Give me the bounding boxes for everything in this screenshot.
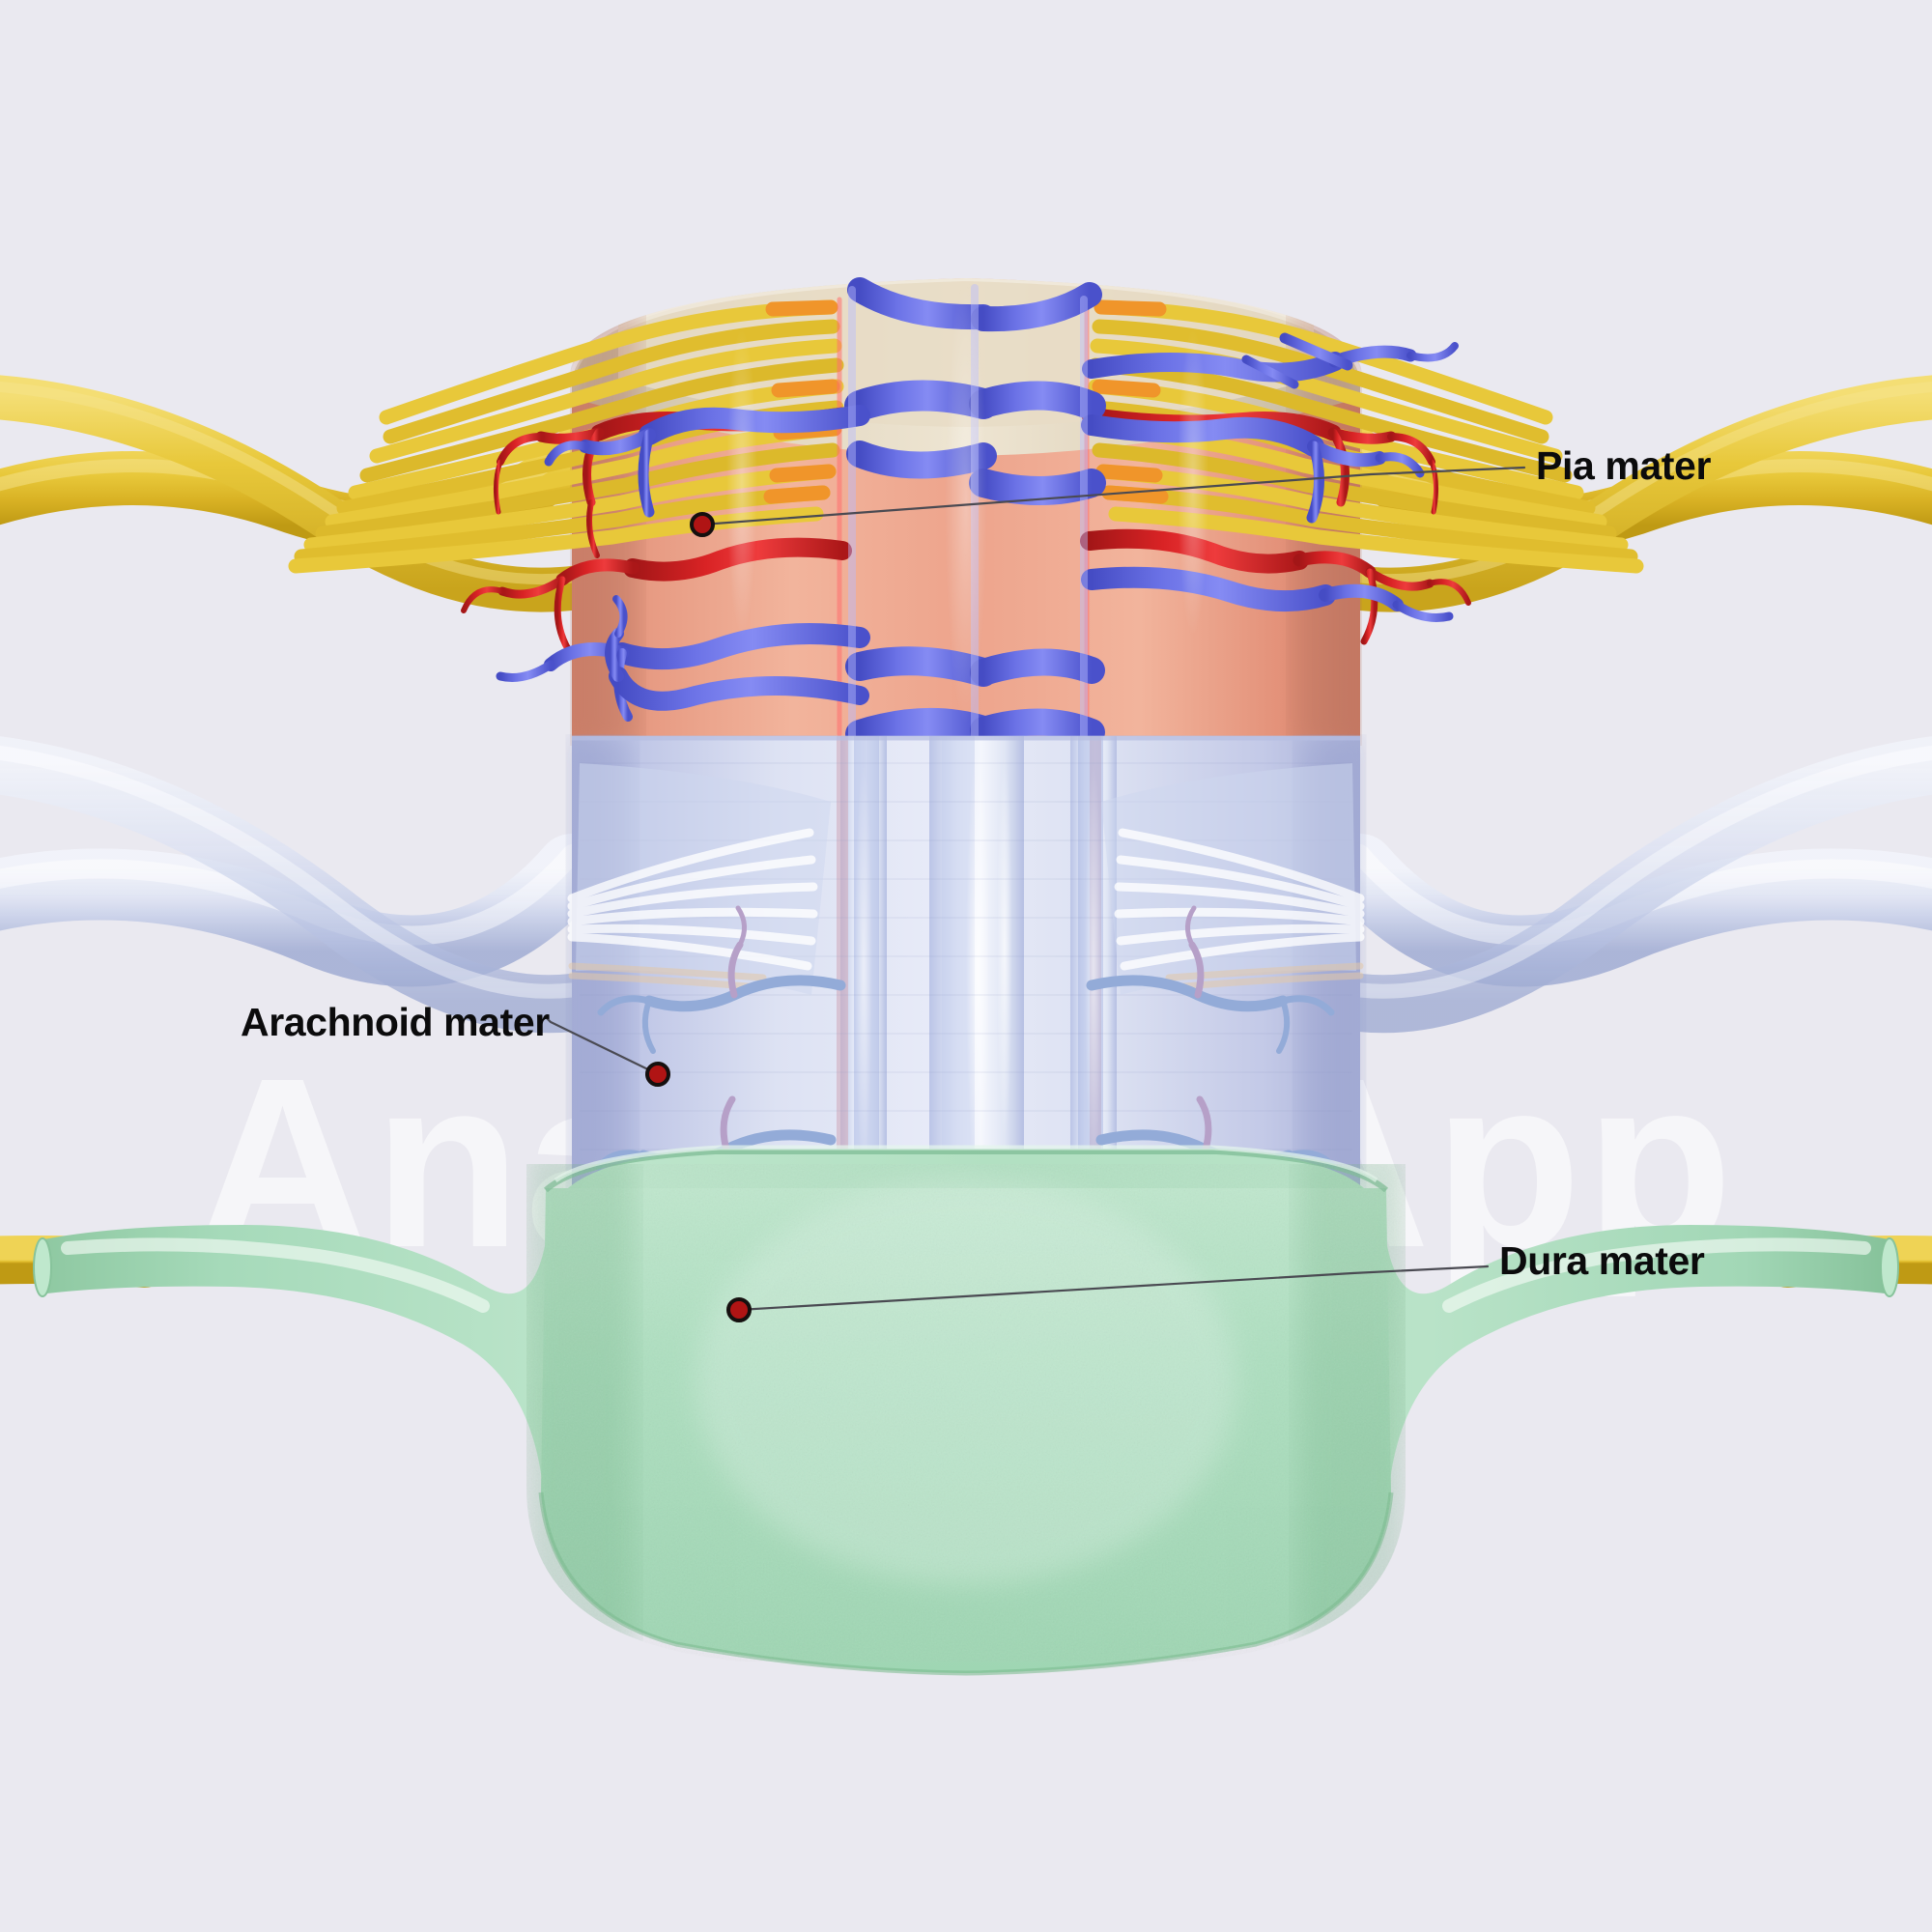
spinal-nerve-roots-outer <box>0 375 1932 612</box>
spinal-cord-pia-segment <box>288 260 1644 772</box>
leader-line-arachnoid <box>545 1016 660 1076</box>
anchor-dot-pia <box>690 512 715 537</box>
leader-line-pia <box>700 466 1526 526</box>
anchor-dot-arachnoid <box>645 1062 670 1087</box>
leader-lines-group <box>545 466 1526 1322</box>
label-pia-mater: Pia mater <box>1536 443 1712 488</box>
arachnoid-fan-left <box>567 763 831 995</box>
leader-line-dura <box>737 1264 1490 1312</box>
arachnoid-fan-right <box>1101 763 1365 995</box>
anchor-dot-dura <box>726 1297 752 1322</box>
arachnoid-sleeves-outer <box>0 736 1932 1034</box>
label-dura-mater: Dura mater <box>1499 1238 1705 1283</box>
dorsal-rootlets-right <box>1088 299 1644 574</box>
label-arachnoid-mater: Arachnoid mater <box>241 1000 550 1044</box>
spinal-cord-arachnoid-segment <box>567 735 1365 1188</box>
